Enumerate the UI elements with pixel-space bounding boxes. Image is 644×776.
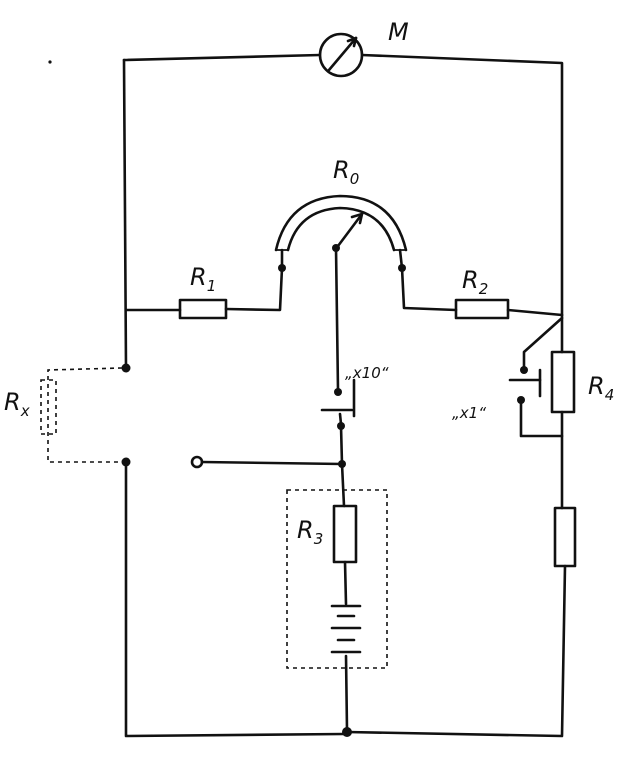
r3-enclosure (286, 489, 388, 669)
rx-terminal-top (121, 363, 131, 373)
r1-label: R1 (190, 263, 216, 295)
battery-icon (330, 604, 362, 654)
r1-branch: R1 (124, 263, 286, 320)
rx-label: Rx (4, 388, 30, 420)
junction-line (190, 455, 346, 469)
rx-branch: Rx (4, 363, 346, 738)
meter-branch: M (122, 18, 564, 370)
resistor-r3 (332, 504, 358, 564)
resistor-r1 (178, 298, 228, 320)
x10-range-label: „x10“ (345, 364, 389, 382)
r3-battery-branch: R3 (286, 462, 388, 737)
potentiometer-r0: R0 (274, 156, 408, 272)
r3-label: R3 (297, 516, 323, 548)
x1-switch (508, 316, 564, 438)
meter-icon (318, 32, 364, 78)
meter-label: M (388, 18, 409, 46)
resistor-r2 (454, 298, 510, 320)
x1-contact-top (520, 366, 528, 374)
open-terminal (190, 455, 204, 469)
resistor-r4 (550, 350, 576, 414)
r2-branch: R2 (400, 266, 564, 320)
x1-range-label: „x1“ (452, 404, 486, 422)
x10-switch-branch: „x10“ (320, 246, 389, 466)
r4-branch: „x1“ R4 (452, 313, 614, 510)
r0-label: R0 (333, 156, 359, 188)
resistor-lower-right (553, 506, 577, 568)
lower-right-branch (345, 506, 577, 738)
stray-dot (48, 60, 52, 64)
x1-contact-bottom (517, 396, 525, 404)
x10-contact-top (334, 388, 342, 396)
r2-label: R2 (462, 266, 488, 298)
resistor-rx (40, 379, 57, 435)
r4-label: R4 (588, 372, 614, 404)
